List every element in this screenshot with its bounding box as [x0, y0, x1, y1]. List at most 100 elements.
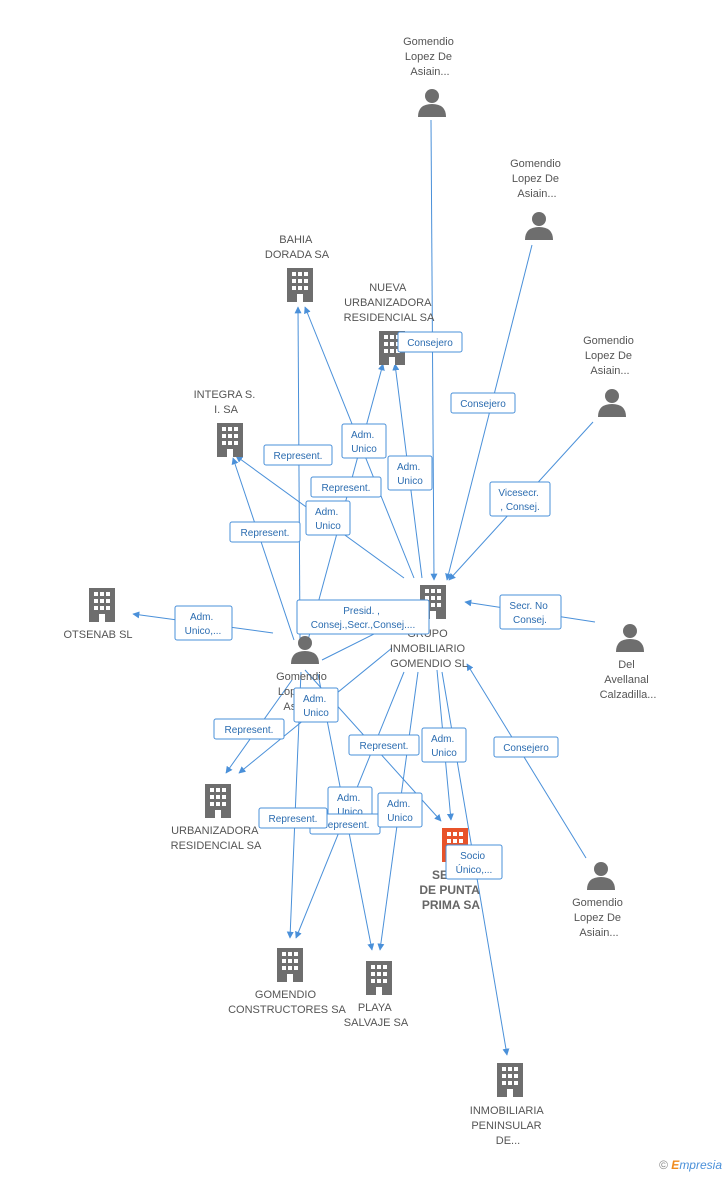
company-node-gomendio-constructores[interactable]: GOMENDIO CONSTRUCTORES SA	[228, 948, 347, 1016]
node-label-line: OTSENAB SL	[63, 629, 132, 641]
edge-label-text: Presid. ,	[343, 606, 380, 617]
svg-text:Gomendio Lopez De: Gomendio Lopez De Asiain...	[403, 36, 457, 78]
node-label-line: Lopez De	[574, 912, 621, 924]
edge-label-secr-no-consej[interactable]: Secr. No Consej.	[499, 594, 562, 630]
person-node-gomendio-2[interactable]: Gomendio Lopez De Asiain...	[510, 158, 564, 240]
edge-label-text: Adm.	[397, 462, 420, 473]
edge-label-consejero[interactable]: Consejero	[450, 392, 516, 414]
node-label-line: INMOBILIARIA	[470, 1105, 545, 1117]
node-label-line: Asiain...	[590, 365, 629, 377]
company-node-integra[interactable]: INTEGRA S. I. SA	[194, 389, 259, 457]
svg-text:Gomendio Lopez De: Gomendio Lopez De Asiain...	[510, 158, 564, 200]
edge-label-text: Represent.	[321, 820, 370, 831]
edges	[132, 119, 596, 1056]
company-node-nueva-urbanizadora[interactable]: NUEVA URBANIZADORA RESIDENCIAL SA	[344, 282, 435, 365]
svg-text:Adm. Unico: Adm. Unico	[351, 430, 377, 455]
edge-label-text: Unico	[315, 521, 341, 532]
node-label-line: PENINSULAR	[471, 1120, 541, 1132]
edge-label-text: Consejero	[460, 399, 506, 410]
edge-label-text: Unico,...	[185, 626, 222, 637]
edge-label-adm-unico[interactable]: Adm. Unico	[387, 455, 433, 491]
svg-text:INMOBILIARIA PENINSULA: INMOBILIARIA PENINSULAR DE...	[470, 1105, 546, 1147]
node-label-line: Asiain...	[517, 188, 556, 200]
edge-label-adm-unico[interactable]: Adm. Unico	[293, 687, 339, 723]
edge-label-socio-unico[interactable]: Socio Único,...	[445, 844, 503, 880]
node-label-line: Gomendio	[583, 335, 634, 347]
edge-label-adm-unico[interactable]: Adm. Unico	[305, 500, 351, 536]
person-icon	[418, 89, 446, 117]
svg-text:Socio Único,...: Socio Único,...	[456, 851, 493, 876]
building-icon	[497, 1063, 523, 1097]
edge-label-text: , Consej.	[500, 502, 539, 513]
svg-text:INTEGRA S. I. SA: INTEGRA S. I. SA	[194, 389, 259, 416]
edge-label-represent[interactable]: Represent.	[213, 718, 285, 740]
edge-label-text: Consej.	[513, 615, 547, 626]
nodes: Gomendio Lopez De Asiain... Gomendio Lop…	[63, 36, 656, 1147]
edge-label-represent[interactable]: Represent.	[258, 807, 328, 829]
edge-consejero	[466, 663, 587, 859]
edge-label-represent[interactable]: Represent.	[310, 476, 382, 498]
node-label-line: PRIMA SA	[422, 898, 481, 912]
edge-label-text: Adm.	[315, 507, 338, 518]
edge-label-text: Unico	[351, 444, 377, 455]
person-node-gomendio-3[interactable]: Gomendio Lopez De Asiain...	[583, 335, 637, 417]
brand-logo-text: mpresia	[679, 1158, 722, 1172]
edge-label-consejero[interactable]: Consejero	[493, 736, 559, 758]
node-label-line: Asiain...	[579, 927, 618, 939]
svg-text:Adm. Unico: Adm. Unico	[397, 462, 423, 487]
person-node-gomendio-5[interactable]: Gomendio Lopez De Asiain...	[572, 862, 626, 939]
edge-label-text: Consej.,Secr.,Consej....	[311, 620, 416, 631]
node-label-line: I. SA	[214, 404, 239, 416]
node-label-line: RESIDENCIAL SA	[171, 840, 262, 852]
edge-label-text: Socio	[460, 851, 485, 862]
svg-text:Adm. Unico: Adm. Unico	[315, 507, 341, 532]
edge-label-vicesecr[interactable]: Vicesecr. , Consej.	[489, 481, 551, 517]
company-node-bahia-dorada[interactable]: BAHIA DORADA SA	[265, 234, 330, 302]
person-node-gomendio-1[interactable]: Gomendio Lopez De Asiain...	[403, 36, 457, 117]
edge-label-adm-unico[interactable]: Adm. Unico	[377, 792, 423, 828]
edge-labels: Consejero Consejero Vicesecr. , Consej. …	[174, 331, 562, 880]
node-label-line: Gomendio	[403, 36, 454, 48]
node-label-line: Gomendio	[572, 897, 623, 909]
person-node-del-avellanal[interactable]: Del Avellanal Calzadilla...	[600, 624, 657, 701]
edge-label-consejero[interactable]: Consejero	[397, 331, 463, 353]
node-label-line: CONSTRUCTORES SA	[228, 1004, 346, 1016]
edge-label-adm-unico[interactable]: Adm. Unico	[327, 786, 373, 822]
node-label-line: Calzadilla...	[600, 689, 657, 701]
edge-label-text: Secr. No	[509, 601, 548, 612]
edge-label-text: Unico	[397, 476, 423, 487]
svg-text:Gomendio Lopez De: Gomendio Lopez De Asiain...	[572, 897, 626, 939]
svg-text:PLAYA SALVAJE SA: PLAYA SALVAJE SA	[344, 1002, 409, 1029]
edge-label-text: Represent.	[274, 451, 323, 462]
svg-text:Secr. No Consej.: Secr. No Consej.	[509, 601, 550, 626]
svg-text:Vicesecr. , Consej.: Vicesecr. , Consej.	[498, 488, 541, 513]
company-node-urbanizadora-residencial[interactable]: URBANIZADORA RESIDENCIAL SA	[171, 784, 262, 852]
edge-label-represent[interactable]: Represent.	[229, 521, 301, 543]
svg-text:Del Avellanal: Del Avellanal Calzadilla...	[600, 659, 657, 701]
edge-label-presid[interactable]: Presid. , Consej.,Secr.,Consej....	[296, 599, 430, 635]
edge-label-represent[interactable]: Represent.	[263, 444, 333, 466]
company-node-inmobiliaria-peninsular[interactable]: INMOBILIARIA PENINSULAR DE...	[470, 1063, 546, 1147]
building-icon	[205, 784, 231, 818]
edge-label-adm-unico-otsenab[interactable]: Adm. Unico,...	[174, 605, 233, 641]
edge-represent	[294, 306, 302, 641]
edge-label-text: Adm.	[190, 612, 213, 623]
svg-text:Presid. , Consej.,Secr: Presid. , Consej.,Secr.,Consej....	[311, 606, 416, 631]
node-label-line: NUEVA	[369, 282, 407, 294]
edge-label-adm-unico[interactable]: Adm. Unico	[341, 423, 387, 459]
person-icon	[525, 212, 553, 240]
node-label-line: RESIDENCIAL SA	[344, 312, 435, 324]
node-label-line: Lopez De	[585, 350, 632, 362]
copyright-symbol: ©	[659, 1158, 668, 1172]
company-node-otsenab[interactable]: OTSENAB SL	[63, 588, 133, 641]
edge-label-text: Unico	[337, 807, 363, 818]
svg-text:GOMENDIO CONSTRUCTORES: GOMENDIO CONSTRUCTORES SA	[228, 989, 346, 1016]
edge-label-text: Consejero	[407, 338, 453, 349]
company-node-playa-salvaje[interactable]: PLAYA SALVAJE SA	[344, 961, 409, 1029]
svg-text:Adm. Unico: Adm. Unico	[303, 694, 329, 719]
edge-label-adm-unico[interactable]: Adm. Unico	[421, 727, 467, 763]
edge-label-represent[interactable]: Represent.	[348, 734, 420, 756]
svg-text:Adm. Unico: Adm. Unico	[337, 793, 363, 818]
edge-label-text: Adm.	[351, 430, 374, 441]
